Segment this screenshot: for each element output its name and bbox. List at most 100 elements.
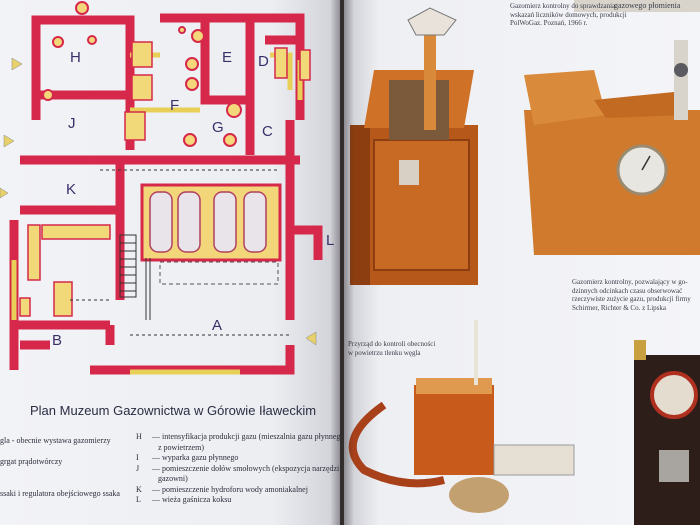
column xyxy=(183,133,197,147)
legend-text: pomieszczenie hydroforu wody amoniakalne… xyxy=(162,484,308,494)
block xyxy=(299,49,311,81)
stair-rail xyxy=(145,258,151,320)
dark-meter-fitting xyxy=(634,340,646,360)
column xyxy=(75,1,89,15)
legend-entry: J— pomieszczenie dołów smołowych (ekspoz… xyxy=(136,463,340,473)
room-label: H xyxy=(70,49,81,66)
detector-cartridge xyxy=(493,444,575,476)
legend-key: I xyxy=(136,453,139,462)
legend-entry: K— pomieszczenie hydroforu wody amoniaka… xyxy=(136,484,308,494)
block xyxy=(131,41,153,68)
arrow-marker-icon xyxy=(11,57,23,71)
photo-co-detector xyxy=(348,320,575,513)
meter-inner xyxy=(389,80,449,140)
block xyxy=(274,47,288,79)
furnace-chamber xyxy=(243,191,267,253)
page-header: gazowego płomienia xyxy=(614,1,681,10)
arrow-marker-icon xyxy=(0,187,9,199)
furnace-chamber xyxy=(149,191,173,253)
meter-body-side xyxy=(350,125,370,285)
header-band xyxy=(574,0,700,12)
wall-segment xyxy=(290,225,323,260)
legend-key: L xyxy=(136,495,141,504)
legend-line xyxy=(0,478,120,489)
right-page-photos xyxy=(348,0,700,525)
legend-text: pomieszczenie dołów smołowych (ekspozycj… xyxy=(162,463,340,473)
detector-strap xyxy=(348,401,445,488)
plan-dashed xyxy=(70,169,290,336)
room-label: J xyxy=(68,115,76,132)
block xyxy=(19,297,31,317)
legend-line: gla - obecnie wystawa gazomierzy xyxy=(0,436,111,445)
plan-blocks xyxy=(19,41,311,317)
room-label: G xyxy=(212,119,224,136)
legend-line xyxy=(0,447,120,458)
caption-line: Schirmer, Richter & Co. z Lipska xyxy=(572,303,667,312)
legend-key: K xyxy=(136,484,142,494)
legend-entry: H— intensyfikacja produkcji gazu (miesza… xyxy=(136,432,340,443)
arrow-marker-icon xyxy=(305,331,317,346)
room-label: C xyxy=(262,123,273,140)
museum-floor-plan: H E D J F G C K A B L xyxy=(0,1,334,375)
photo-gas-meter-control xyxy=(350,7,478,285)
legend-line xyxy=(0,468,120,479)
column xyxy=(42,89,54,101)
legend-entry: L— wieża gaśnicza koksu xyxy=(136,495,232,504)
plan-arrows xyxy=(0,57,317,346)
block xyxy=(27,224,41,281)
column xyxy=(226,102,242,118)
legend-text: wyparka gazu płynnego xyxy=(162,453,239,462)
caption-top: Gazomierz kontrolny do sprawdzania wskaz… xyxy=(510,2,627,28)
plan-columns xyxy=(42,1,242,147)
wall-segment xyxy=(90,345,295,375)
detector-case xyxy=(414,385,494,475)
plan-title: Plan Muzeum Gazownictwa w Górowie Iławec… xyxy=(30,403,317,418)
caption-line: PolWoGaz. Poznań, 1966 r. xyxy=(510,19,588,27)
column xyxy=(87,35,97,45)
photo-dark-meter xyxy=(634,340,700,525)
legend-left-column: gla - obecnie wystawa gazomierzy grgat p… xyxy=(0,436,120,499)
legend-entry: I— wyparka gazu płynnego xyxy=(136,453,239,462)
wall-segment xyxy=(200,18,250,105)
meter-valve xyxy=(674,63,688,77)
dark-meter-dial-icon xyxy=(650,371,698,419)
furnace-chamber xyxy=(213,191,237,253)
meter-body xyxy=(524,110,700,255)
legend-text: z powietrzem) xyxy=(158,442,204,452)
legend-text: intensyfikacja produkcji gazu (mieszalni… xyxy=(162,432,340,441)
detector-probe xyxy=(474,320,478,385)
caption-line: Przyrząd do kontroli obecności xyxy=(348,340,436,348)
block xyxy=(131,74,153,101)
furnace-hatch xyxy=(159,261,279,285)
detector-bulb xyxy=(449,477,509,513)
room-label: B xyxy=(52,332,62,349)
room-labels: H E D J F G C K A B L xyxy=(52,49,334,349)
legend-text: gazowni) xyxy=(158,474,188,483)
column xyxy=(191,29,205,43)
left-page: H E D J F G C K A B L Plan Muzeum Gazown… xyxy=(0,0,340,525)
room-label: D xyxy=(258,53,269,70)
caption-left: Przyrząd do kontroli obecności w powietr… xyxy=(348,340,435,357)
meter-lid xyxy=(524,70,606,125)
room-label: E xyxy=(222,49,232,66)
column xyxy=(185,77,199,91)
room-label: F xyxy=(170,97,179,114)
caption-mid: Gazomierz kontrolny, pozwalający w go- d… xyxy=(572,278,691,312)
caption-line: Gazomierz kontrolny do sprawdzania xyxy=(510,2,616,10)
furnace-chamber xyxy=(177,191,201,253)
block xyxy=(124,111,146,141)
legend-entry: z powietrzem) xyxy=(136,443,340,454)
legend-key: J xyxy=(136,463,140,473)
caption-line: Gazomierz kontrolny, pozwalający w go- xyxy=(572,278,688,286)
legend-line: grgat prądotwórczy xyxy=(0,457,63,466)
legend-text: wieża gaśnicza koksu xyxy=(162,495,232,504)
meter-column xyxy=(424,20,436,130)
column xyxy=(178,26,186,34)
photo-gas-meter-schirmer xyxy=(524,40,700,255)
meter-pipe xyxy=(674,40,688,120)
caption-line: w powietrzu tlenku węgla xyxy=(348,348,421,357)
meter-needle xyxy=(641,155,651,171)
book-gutter xyxy=(330,0,354,525)
caption-line: rzeczywiste zużycie gazu, produkcji firm… xyxy=(572,295,691,303)
room-label: A xyxy=(212,317,222,334)
